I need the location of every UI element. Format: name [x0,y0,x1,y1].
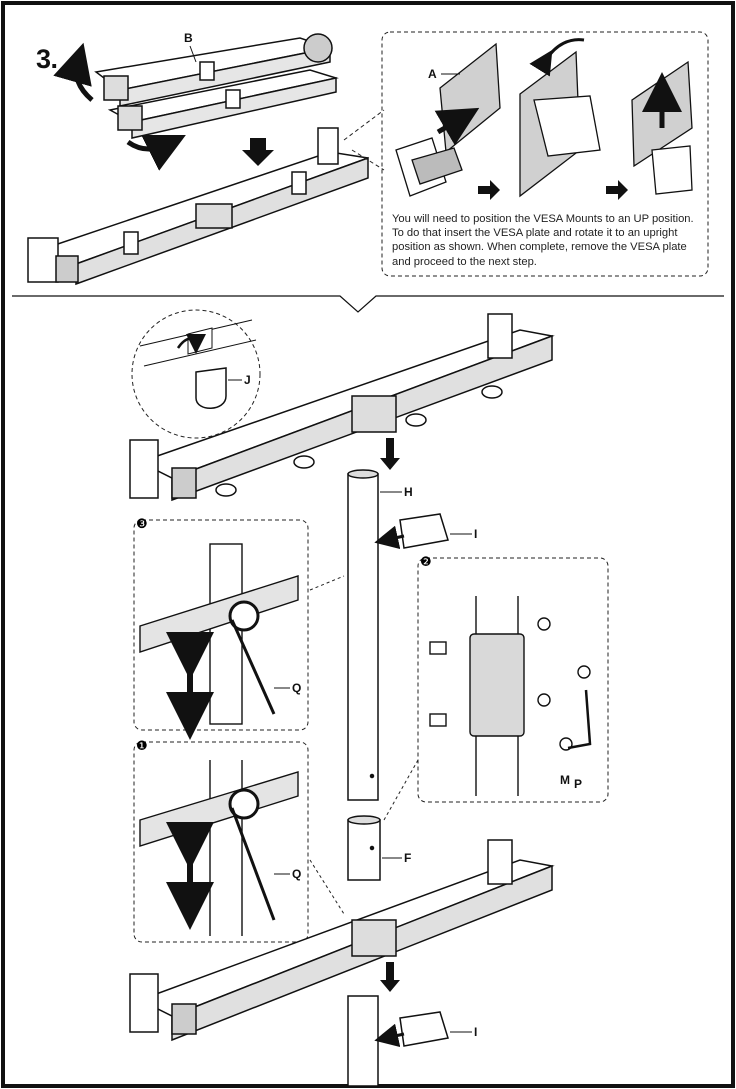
vesa-callout-panel [381,31,709,277]
rotate-arrow-icon [176,333,206,354]
left-arrow-icon [434,107,480,146]
pole-lower [347,995,379,1087]
pole-clamp-upper [399,513,449,549]
pole [347,469,379,801]
step-three-badge: ❸ [136,517,148,532]
step-number: 3. [36,44,58,74]
coupler [347,815,381,881]
vesa-instruction-text: You will need to position the VESA Mount… [392,213,694,268]
right-arrow-icon [478,180,500,200]
step-one-panel [133,741,309,943]
label-p: P [574,777,582,791]
crossbar-lower [129,839,555,1042]
pole-clamp-lower [399,1011,449,1047]
step-two-detail [429,596,592,796]
step-two-badge: ❷ [420,555,432,570]
label-m: M [560,773,570,787]
step-one-detail [139,760,299,936]
crossbar-assembled-top [27,127,369,286]
down-arrow-icon [380,962,400,992]
label-i: I [474,527,477,541]
section-divider [12,295,724,313]
label-i-lower: I [474,1025,477,1039]
step-three-panel [133,519,309,731]
label-f: F [404,851,411,865]
rotate-arrow-icon [126,135,186,171]
rotate-arrow-icon [529,38,585,77]
label-j: J [244,373,251,387]
crossbar-upper [129,313,555,502]
left-arrow-icon [374,1023,405,1048]
label-q-upper: Q [292,681,301,695]
rotate-arrow-icon [53,42,94,102]
down-arrow-icon [380,438,400,470]
step-three-detail [139,543,299,740]
down-arrow-icon [242,138,274,166]
label-q-lower: Q [292,867,301,881]
left-arrow-icon [374,525,405,550]
right-arrow-icon [606,180,628,200]
label-b: B [184,31,193,45]
crossbar-exploded [94,33,339,139]
vesa-plate-sequence [395,42,693,198]
step-one-badge: ❶ [136,739,148,754]
label-h: H [404,485,413,499]
step-two-panel [417,557,609,803]
label-a: A [428,67,437,81]
